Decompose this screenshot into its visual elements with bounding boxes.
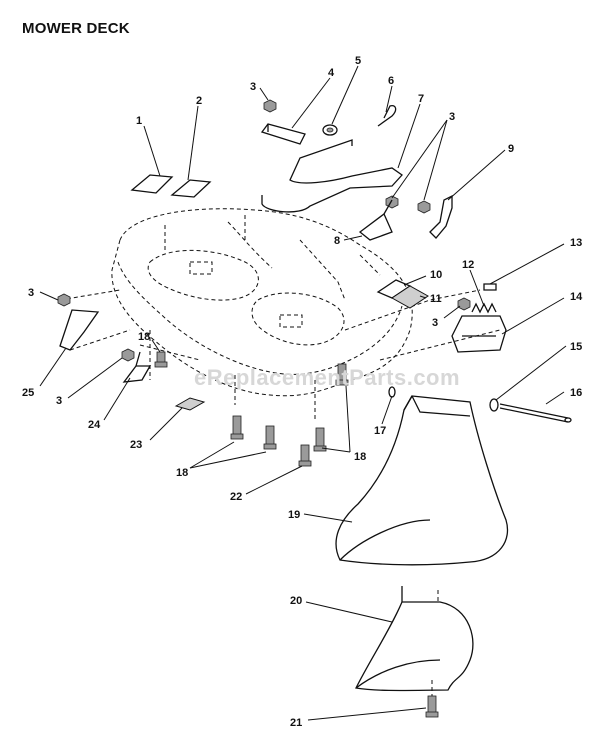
part-3-nut-right-b <box>417 200 431 214</box>
leader-lines <box>39 65 567 721</box>
part-19-discharge-chute <box>335 395 508 566</box>
part-8-bracket <box>358 199 393 241</box>
callout-7: 7 <box>418 93 424 105</box>
callout-14: 14 <box>570 291 583 303</box>
part-7-lift-rod <box>261 139 403 213</box>
part-9-link <box>429 194 453 239</box>
part-18-bolt <box>313 427 327 452</box>
callout-13: 13 <box>570 237 582 249</box>
part-3-nut-chute <box>457 297 471 311</box>
callout-18: 18 <box>138 331 150 343</box>
part-25-bracket <box>59 309 100 351</box>
callout-24: 24 <box>88 419 101 431</box>
callout-22: 22 <box>230 491 242 503</box>
callout-17: 17 <box>374 425 386 437</box>
callout-1: 1 <box>136 115 142 127</box>
part-16-hinge-rod <box>499 403 572 423</box>
part-5-washer <box>322 124 338 136</box>
callout-19: 19 <box>288 509 300 521</box>
callout-15: 15 <box>570 341 582 353</box>
part-20-deflector <box>355 586 474 692</box>
part-22-bolt <box>298 444 312 467</box>
callout-18: 18 <box>176 467 188 479</box>
callout-4: 4 <box>328 67 335 79</box>
part-23-decal <box>174 397 206 411</box>
callout-3: 3 <box>449 111 455 123</box>
callout-11: 11 <box>430 293 442 305</box>
part-3-nut-left <box>57 293 71 307</box>
callout-3: 3 <box>56 395 62 407</box>
callout-10: 10 <box>430 269 442 281</box>
part-12-spring <box>471 302 497 314</box>
part-3-nut-left-lower <box>121 348 135 362</box>
callout-labels: 1 2 3 4 5 6 7 3 9 8 10 11 12 13 14 15 16… <box>22 55 583 729</box>
part-3-nut-top <box>263 99 277 113</box>
diagram-title: MOWER DECK <box>22 20 130 37</box>
callout-3: 3 <box>28 287 34 299</box>
part-4-pivot-bracket <box>260 123 306 145</box>
watermark: eReplacementParts.com <box>194 365 461 390</box>
part-11-decal <box>391 285 429 309</box>
callout-16: 16 <box>570 387 582 399</box>
part-13-pin <box>483 283 497 291</box>
part-6-hairpin-clip <box>377 104 397 127</box>
callout-5: 5 <box>355 55 361 67</box>
callout-23: 23 <box>130 439 142 451</box>
callout-12: 12 <box>462 259 474 271</box>
part-1-decal <box>130 174 174 194</box>
callout-21: 21 <box>290 717 302 729</box>
mower-deck-housing <box>59 208 501 420</box>
callout-8: 8 <box>334 235 340 247</box>
callout-3: 3 <box>432 317 438 329</box>
part-18-bolt <box>230 415 244 440</box>
callout-6: 6 <box>388 75 394 87</box>
callout-2: 2 <box>196 95 202 107</box>
part-24-bracket <box>122 351 152 383</box>
callout-25: 25 <box>22 387 34 399</box>
part-18-bolt <box>154 351 168 368</box>
callout-20: 20 <box>290 595 302 607</box>
part-15-washer <box>489 398 499 412</box>
callout-9: 9 <box>508 143 514 155</box>
part-18-bolt <box>335 363 349 386</box>
part-18-bolt <box>263 425 277 450</box>
part-21-bolt <box>425 680 439 718</box>
callout-3: 3 <box>250 81 256 93</box>
part-2-decal <box>170 179 212 198</box>
callout-18: 18 <box>354 451 366 463</box>
part-14-chute-bracket <box>451 315 507 353</box>
